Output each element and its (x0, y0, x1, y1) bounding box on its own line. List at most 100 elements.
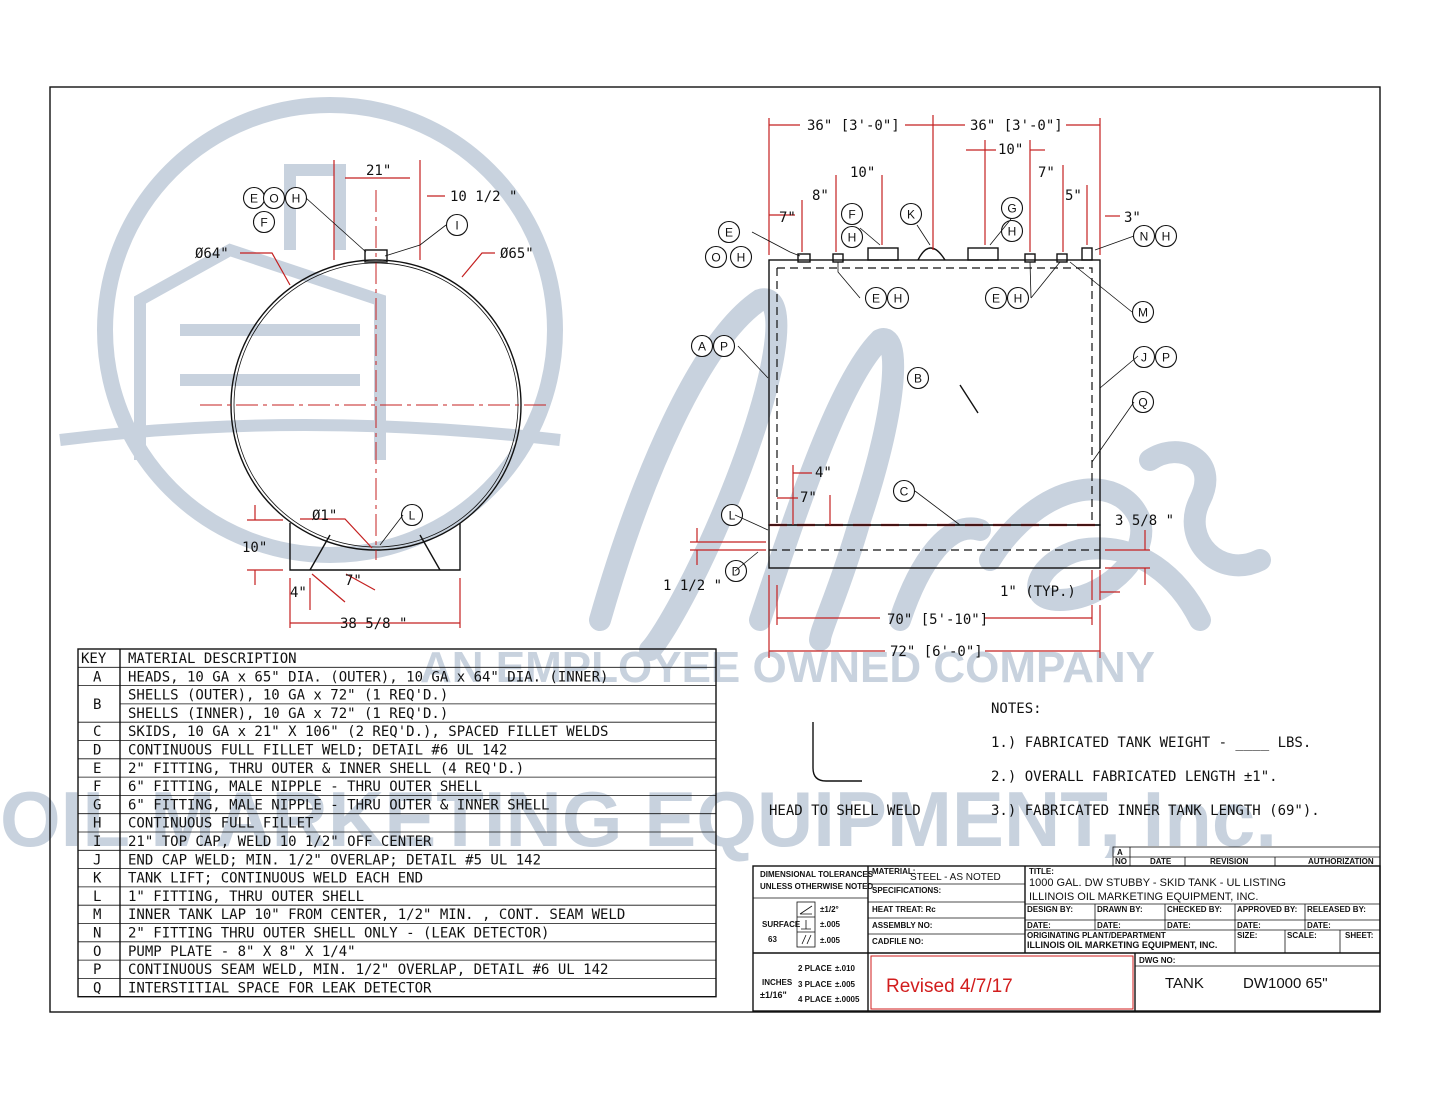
callout-letter: H (1162, 230, 1171, 244)
callout-letter: N (1140, 230, 1149, 244)
top-fitting (364, 249, 388, 263)
legend-key-q: Q (93, 980, 101, 996)
dim-38-5-8: 38 5/8 " (340, 616, 407, 632)
surface-value: 63 (768, 935, 777, 944)
material-label: MATERIAL: (872, 867, 915, 876)
weld-detail-symbol (812, 722, 862, 782)
callout-letter: A (698, 340, 706, 354)
callout-bubble-e: E (717, 220, 741, 244)
fitting-e-3 (1024, 253, 1036, 263)
callout-bubble-c: C (892, 479, 916, 503)
callout-bubble-o: O (262, 186, 286, 210)
drawing-title-line-1: 1000 GAL. DW STUBBY - SKID TANK - UL LIS… (1029, 877, 1286, 889)
dim-21: 21" (366, 163, 391, 179)
dim-4: 4" (290, 585, 307, 601)
dim-70: 70" [5'-10"] (887, 612, 988, 628)
callout-bubble-p: P (1154, 345, 1178, 369)
legend-key-n: N (93, 926, 101, 942)
rev-row-a: A (1117, 848, 1123, 857)
dwg-number: DW1000 65" (1243, 975, 1328, 992)
end-view-skid (289, 523, 461, 571)
notes: NOTES: 1.) FABRICATED TANK WEIGHT - ____… (991, 701, 1320, 819)
side-view-inner-shell (776, 267, 1093, 525)
checked-by-label: CHECKED BY: (1167, 905, 1222, 914)
revised-stamp: Revised 4/7/17 (886, 976, 1013, 997)
tol-line-2: UNLESS OTHERWISE NOTED (760, 882, 873, 891)
weld-detail: HEAD TO SHELL WELD (769, 722, 921, 819)
fitting-e-4 (1056, 253, 1068, 263)
legend-key-f: F (93, 779, 101, 795)
legend-key-g: G (93, 797, 101, 813)
legend-key-c: C (93, 724, 101, 740)
legend-row-desc: INTERSTITIAL SPACE FOR LEAK DETECTOR (128, 980, 432, 996)
fitting-n (1081, 247, 1093, 261)
dim-5: 5" (1065, 188, 1082, 204)
legend-row-desc: CONTINUOUS FULL FILLET WELD; DETAIL #6 U… (128, 743, 507, 759)
dim-72: 72" [6'-0"] (890, 644, 983, 660)
date-label-4: DATE: (1237, 921, 1261, 930)
callout-letter: K (907, 208, 915, 222)
callout-bubble-o: O (704, 245, 728, 269)
dim-10-left: 10" (850, 165, 875, 181)
dim-1-typ: 1" (TYP.) (1000, 584, 1076, 600)
place-4-value: ±.0005 (835, 995, 860, 1004)
callout-letter: O (269, 192, 278, 206)
legend-row-desc: 2" FITTING THRU OUTER SHELL ONLY - (LEAK… (128, 926, 549, 942)
callout-letter: J (1141, 351, 1147, 365)
watermark-company: OIL MARKETING EQUIPMENT, Inc. (0, 775, 1277, 863)
callout-letter: F (260, 216, 267, 230)
rev-head-authorization: AUTHORIZATION (1308, 857, 1374, 866)
dim-dia-64: Ø64" (195, 246, 229, 262)
place-3-value: ±.005 (835, 980, 856, 989)
scale-label: SCALE: (1287, 931, 1317, 940)
callout-letter: O (711, 251, 720, 265)
legend-row-desc: CONTINUOUS SEAM WELD, MIN. 1/2" OVERLAP,… (128, 962, 608, 978)
dim-36-right: 36" [3'-0"] (970, 118, 1063, 134)
fitting-e-2 (832, 253, 844, 263)
callout-bubble-h: H (840, 225, 864, 249)
callout-letter: G (1007, 202, 1016, 216)
callout-letter: F (848, 208, 855, 222)
dim-36-left: 36" [3'-0"] (807, 118, 900, 134)
legend-row-desc: CONTINUOUS FULL FILLET (128, 816, 314, 832)
perpendicular-icon (801, 920, 811, 930)
callout-bubble-k: K (899, 202, 923, 226)
place-2-label: 2 PLACE (798, 964, 832, 973)
callout-bubble-l: L (400, 503, 424, 527)
sym-tol-3: ±.005 (820, 936, 841, 945)
callout-bubble-f: F (840, 202, 864, 226)
design-by-label: DESIGN BY: (1027, 905, 1073, 914)
dim-10-5: 10 1/2 " (450, 189, 517, 205)
dim-dia-1: Ø1" (312, 508, 337, 524)
fitting-g (967, 247, 999, 261)
callout-bubble-h: H (284, 186, 308, 210)
legend-key-e: E (93, 761, 101, 777)
notes-heading: NOTES: (991, 701, 1042, 717)
side-view-skid (768, 524, 1101, 569)
callout-letter: H (894, 292, 903, 306)
rev-head-date: DATE (1150, 857, 1172, 866)
specifications-label: SPECIFICATIONS: (872, 886, 941, 895)
place-3-label: 3 PLACE (798, 980, 832, 989)
skid-gussets (309, 534, 441, 571)
revised-stamp-box (870, 955, 1134, 1010)
angle-icon (799, 905, 813, 915)
note-2: 2.) OVERALL FABRICATED LENGTH ±1". (991, 769, 1278, 785)
size-label: SIZE: (1237, 931, 1257, 940)
callout-bubble-e: E (242, 186, 266, 210)
legend-row-desc: HEADS, 10 GA x 65" DIA. (OUTER), 10 GA x… (128, 669, 608, 685)
fitting-f (867, 247, 899, 261)
callout-bubble-i: I (445, 213, 469, 237)
dim-7-inner: 7" (800, 490, 817, 506)
callout-bubble-p: P (712, 334, 736, 358)
watermark-logo-circle (97, 97, 563, 563)
callout-letter: H (848, 231, 857, 245)
callout-bubble-h: H (729, 245, 753, 269)
tol-line-1: DIMENSIONAL TOLERANCES (760, 870, 874, 879)
dim-7: 7" (345, 573, 362, 589)
approved-by-label: APPROVED BY: (1237, 905, 1297, 914)
legend-row-desc: PUMP PLATE - 8" X 8" X 1/4" (128, 944, 356, 960)
callout-bubble-h: H (886, 286, 910, 310)
rev-head-revision: REVISION (1210, 857, 1248, 866)
